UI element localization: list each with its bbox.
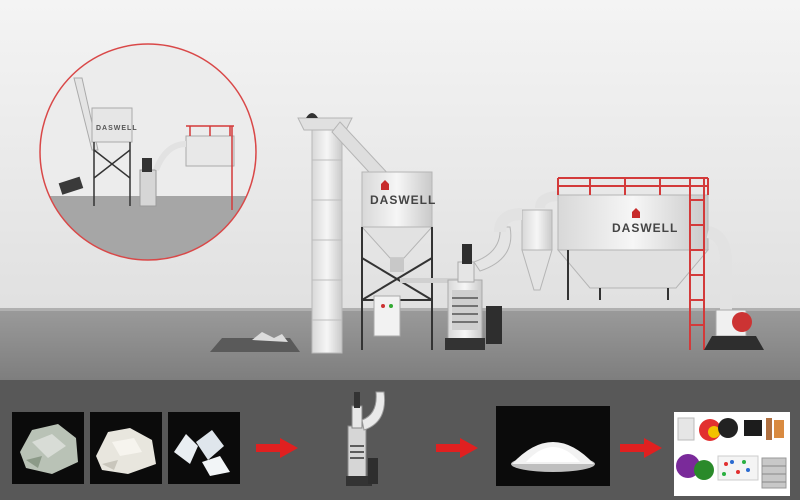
powder-image bbox=[496, 406, 610, 486]
grinding-mill-image bbox=[346, 391, 386, 486]
end-products-image bbox=[674, 412, 790, 496]
right-arrow-icon bbox=[436, 438, 478, 458]
brand-logo-filter: DASWELL bbox=[612, 221, 678, 235]
vertical-mill bbox=[445, 226, 512, 350]
raw-stone-3-image bbox=[168, 412, 240, 484]
grinding-plant-scene: DASWELL bbox=[0, 0, 800, 380]
brand-logo-inset: DASWELL bbox=[96, 125, 138, 132]
feed-pit bbox=[210, 338, 300, 352]
pulse-bag-filter bbox=[556, 177, 764, 350]
raw-stone-1-image bbox=[12, 412, 84, 484]
right-arrow-icon bbox=[620, 438, 662, 458]
plant-overview-inset bbox=[39, 43, 257, 261]
brand-logo-bin: DASWELL bbox=[370, 193, 436, 207]
right-arrow-icon bbox=[256, 438, 298, 458]
cyclone-collector bbox=[494, 191, 561, 291]
storage-bin bbox=[360, 171, 460, 350]
bucket-elevator bbox=[297, 113, 393, 354]
process-flow-strip bbox=[0, 380, 800, 500]
raw-stone-2-image bbox=[90, 412, 162, 484]
